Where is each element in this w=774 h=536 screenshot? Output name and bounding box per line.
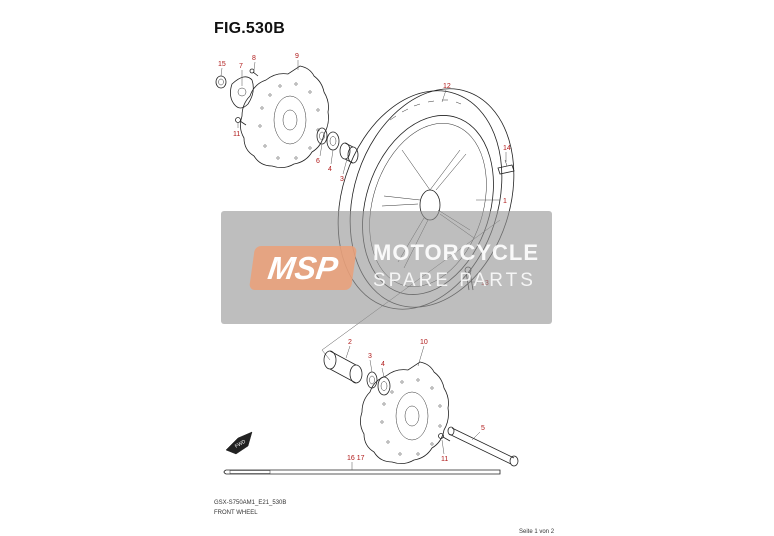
callout-5[interactable]: 5 [481, 425, 485, 432]
callout-10[interactable]: 10 [420, 339, 428, 346]
callout-8[interactable]: 8 [252, 55, 256, 62]
callout-3-upper[interactable]: 3 [340, 176, 344, 183]
part-16-17-long-rod[interactable] [223, 469, 501, 475]
part-2-spacer-lower[interactable] [323, 350, 363, 384]
callout-4-lower[interactable]: 4 [381, 361, 385, 368]
part-8-screw[interactable] [249, 68, 259, 77]
callout-1[interactable]: 1 [503, 198, 507, 205]
part-14-balance-weight[interactable] [497, 159, 515, 175]
watermark-line1: MOTORCYCLE [373, 240, 540, 265]
part-15-cap[interactable] [215, 75, 227, 89]
callout-leaders [220, 60, 507, 470]
callout-6[interactable]: 6 [316, 158, 320, 165]
callout-11-top[interactable]: 11 [233, 131, 240, 138]
watermark-line2: SPARE PARTS [373, 270, 536, 291]
callout-15[interactable]: 15 [218, 61, 226, 68]
callout-14[interactable]: 14 [503, 145, 511, 152]
watermark-logo: MSP [248, 246, 358, 290]
callout-7[interactable]: 7 [239, 63, 243, 70]
callout-9[interactable]: 9 [295, 53, 299, 60]
part-3-spacer-upper[interactable] [339, 142, 359, 164]
part-10-brake-disc[interactable] [360, 361, 449, 464]
callout-11-lower[interactable]: 11 [441, 456, 448, 463]
figure-code: GSX-S750AM1_E21_530B [214, 500, 287, 506]
figure-name: FRONT WHEEL [214, 510, 258, 516]
callout-4-upper[interactable]: 4 [328, 166, 332, 173]
callout-2[interactable]: 2 [348, 339, 352, 346]
callout-3-lower[interactable]: 3 [368, 353, 372, 360]
part-4-bearing-lower[interactable] [377, 376, 391, 396]
part-5-axle[interactable] [447, 426, 519, 467]
part-7-plate[interactable] [230, 76, 254, 109]
part-4-bearing-upper[interactable] [326, 131, 340, 151]
part-9-brake-disc[interactable] [240, 65, 329, 168]
part-3-spacer-lower[interactable] [366, 371, 378, 389]
page-counter: Seite 1 von 2 [519, 529, 555, 535]
figure-title: FIG.530B [214, 20, 285, 37]
fwd-direction-arrow: FWD [225, 431, 253, 455]
fwd-label: FWD [234, 439, 247, 450]
callout-16-17[interactable]: 16 17 [347, 455, 365, 462]
part-11-bolt-lower[interactable] [438, 433, 451, 442]
callout-12[interactable]: 12 [443, 83, 451, 90]
